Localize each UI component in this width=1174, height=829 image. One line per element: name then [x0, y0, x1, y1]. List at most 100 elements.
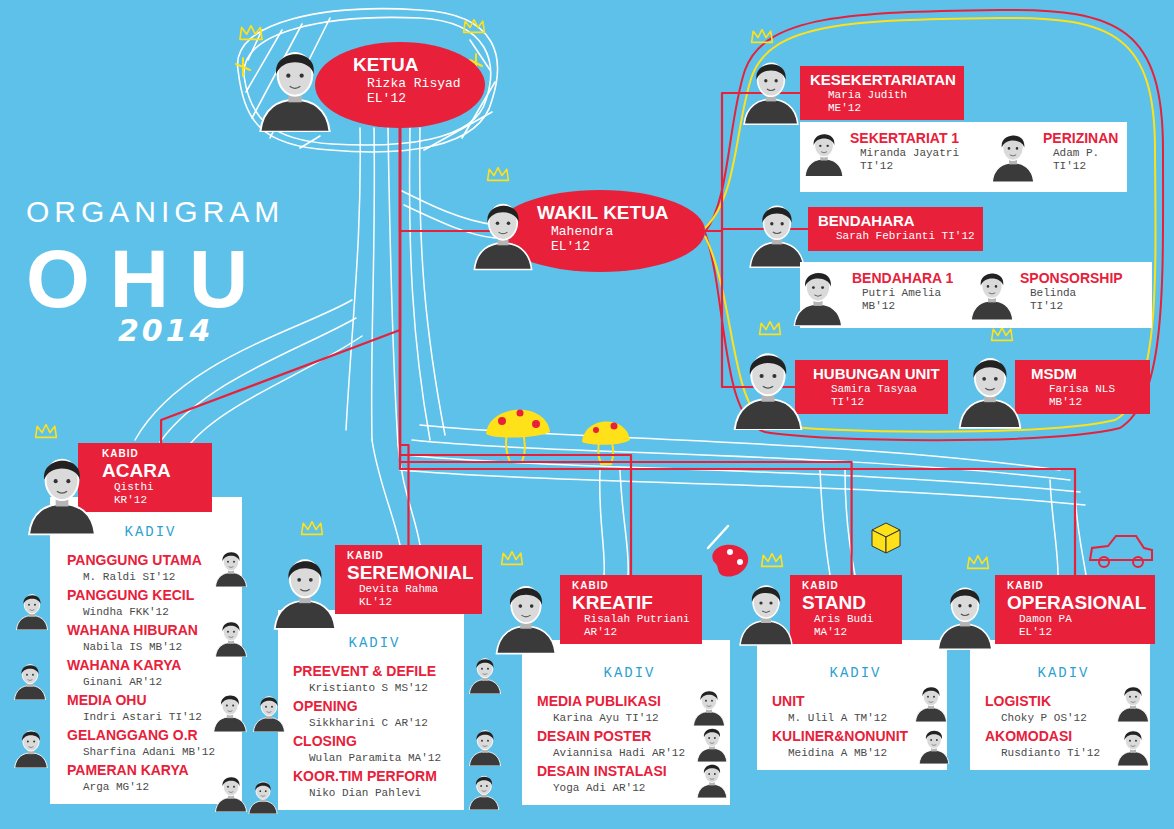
division-title: CLOSING	[293, 732, 357, 750]
mushroom	[486, 410, 550, 438]
portrait	[915, 687, 946, 722]
role-title: HUBUNGAN UNIT	[813, 365, 940, 383]
division-title: PANGGUNG KECIL	[67, 586, 194, 604]
member-name: Ginani AR'12	[83, 674, 162, 691]
role-box: HUBUNGAN UNITSamira TasyaaTI'12	[795, 360, 948, 414]
division-panel: KADIVPREEVENT & DEFILEKristianto S MS'12…	[278, 610, 464, 810]
portrait	[971, 273, 1013, 320]
role-box: BENDAHARASarah Febrianti TI'12	[808, 207, 983, 251]
role-box: KESEKERTARIATANMaria JudithME'12	[800, 66, 964, 120]
division-head-box: KABIDSEREMONIALDevita RahmaKL'12	[335, 545, 482, 614]
division-head-box: KABIDOPERASIONALDamon PAEL'12	[995, 575, 1155, 644]
connector	[705, 231, 795, 387]
connector	[400, 128, 1075, 575]
role-title: SPONSORSHIP	[1020, 270, 1123, 287]
division-title: GELANGGANG O.R	[67, 726, 198, 744]
member-name: MA'12	[814, 626, 847, 639]
division-title: DESAIN POSTER	[537, 727, 651, 745]
leader-ellipse: KETUARizka RisyadEL'12	[315, 42, 485, 128]
crown-doodle	[488, 168, 509, 181]
section-heading: KADIV	[1037, 664, 1089, 682]
box-doodle	[872, 523, 900, 553]
member-name: Arga MG'12	[83, 779, 149, 796]
mushroom	[517, 410, 524, 417]
role-title: BENDAHARA	[818, 212, 915, 230]
tree-trunk	[372, 440, 400, 545]
member-name: TI'12	[1030, 300, 1063, 313]
group-loop	[705, 10, 1163, 440]
sub-role-box: SPONSORSHIPBelindaTI'12	[966, 262, 1152, 328]
portrait	[1117, 731, 1148, 766]
member-name: Risalah Putriani	[584, 613, 690, 626]
member-name: MB'12	[1049, 396, 1082, 409]
portrait	[260, 53, 329, 132]
connector	[400, 128, 495, 231]
tree-trunk	[404, 205, 495, 238]
crown-doodle	[36, 425, 57, 438]
palette-doodle	[708, 526, 728, 548]
portrait	[740, 586, 792, 645]
box-fill	[50, 497, 242, 804]
box-fill	[800, 66, 964, 120]
section-heading: KADIV	[603, 664, 655, 682]
tree-crown	[238, 9, 498, 152]
tree-trunk	[190, 336, 362, 444]
member-name: Miranda Jayatri	[860, 147, 959, 160]
member-name: M. Ulil A TM'12	[788, 710, 887, 727]
member-name: Sarah Febrianti TI'12	[836, 230, 975, 243]
tree-trunk	[845, 470, 855, 575]
division-panel: KADIVPANGGUNG UTAMAM. Raldi SI'12PANGGUN…	[50, 497, 242, 804]
division-title: PREEVENT & DEFILE	[293, 662, 436, 680]
palette-doodle	[712, 545, 748, 577]
role-title: KREATIF	[572, 592, 653, 613]
portrait	[693, 691, 724, 726]
box-doodle	[886, 530, 900, 553]
tree-trunk	[372, 128, 375, 440]
box-fill	[970, 640, 1150, 770]
car-doodle	[1099, 557, 1109, 567]
section-heading: KADIV	[348, 634, 400, 652]
sub-role-box: PERIZINANAdam P.TI'12	[985, 122, 1127, 192]
division-title: WAHANA KARYA	[67, 656, 181, 674]
portrait	[1117, 687, 1148, 722]
mushroom	[498, 417, 506, 425]
division-panel: KADIVLOGISTIKChoky P OS'12AKOMODASIRusdi…	[970, 640, 1150, 770]
tree-trunk	[400, 190, 495, 225]
section-heading: KADIV	[124, 523, 176, 541]
portrait	[14, 665, 45, 700]
box-fill	[78, 443, 212, 512]
box-fill	[335, 545, 482, 614]
box-fill	[985, 122, 1127, 192]
car-doodle	[1133, 557, 1143, 567]
division-panel: KADIVMEDIA PUBLIKASIKarina Ayu TI'12DESA…	[522, 640, 730, 805]
portrait	[919, 730, 949, 764]
member-name: Mahendra	[551, 224, 613, 239]
division-title: PAMERAN KARYA	[67, 761, 189, 779]
member-name: Wulan Paramita MA'12	[309, 750, 441, 767]
division-title: DESAIN INSTALASI	[537, 762, 667, 780]
member-name: EL'12	[551, 239, 590, 254]
portrait	[497, 587, 556, 654]
mushroom	[611, 423, 618, 430]
title-word: OHU	[26, 238, 268, 320]
box-fill	[800, 122, 985, 192]
member-name: Belinda	[1030, 287, 1076, 300]
division-title: OPENING	[293, 697, 358, 715]
member-name: Sikkharini C AR'12	[309, 715, 428, 732]
box-fill	[966, 262, 1152, 328]
group-loop	[705, 18, 1156, 432]
member-name: AR'12	[584, 626, 617, 639]
role-prefix: KABID	[802, 580, 839, 592]
role-title: PERIZINAN	[1043, 130, 1118, 147]
role-prefix: KABID	[102, 448, 139, 460]
member-name: TI'12	[860, 160, 893, 173]
member-name: Damon PA	[1019, 613, 1072, 626]
member-name: Adam P.	[1053, 147, 1099, 160]
sparkle-doodle	[470, 54, 482, 72]
portrait	[249, 782, 277, 814]
tree-trunk	[412, 440, 1070, 480]
crown-doodle	[760, 322, 781, 335]
role-prefix: KABID	[1007, 580, 1044, 592]
division-panel: KADIVUNITM. Ulil A TM'12KULINER&NONUNITM…	[757, 640, 947, 770]
box-fill	[995, 575, 1155, 644]
